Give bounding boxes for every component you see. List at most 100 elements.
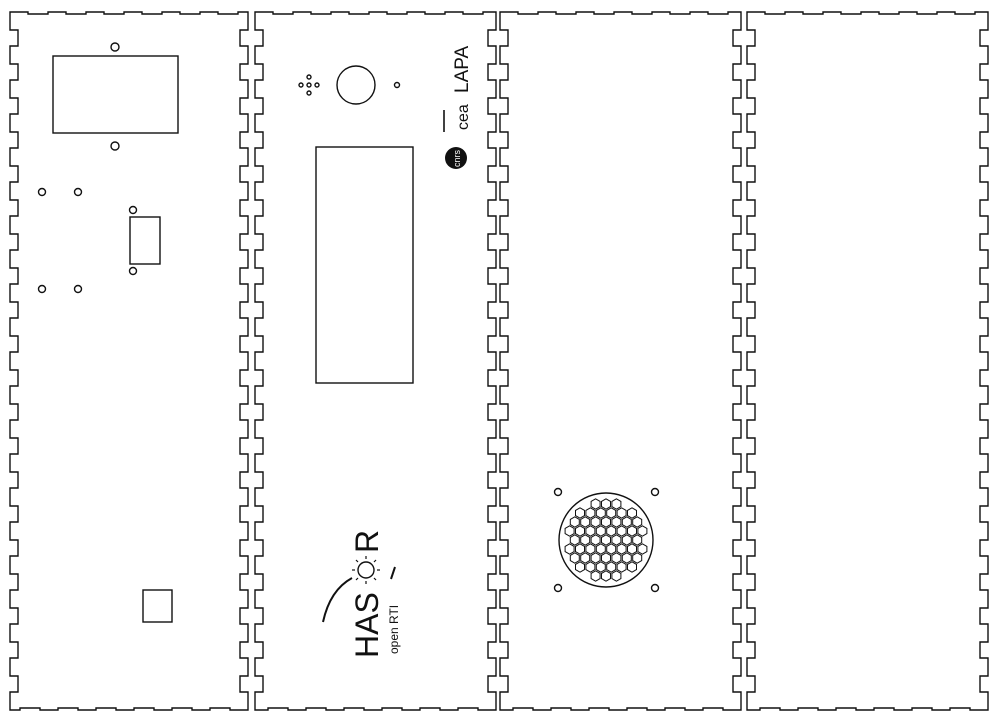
mount-hole [37,284,47,294]
speaker-hole [306,90,312,96]
switch-cutout [142,589,173,623]
grille-hex [580,552,591,564]
grille-hex [601,552,611,564]
grille-hex [575,507,585,519]
panel-3-cutouts [553,487,660,593]
screen-window-cutout [315,146,414,384]
grille-hex [580,516,591,528]
grille-hex [611,534,622,546]
mount-hole [110,42,120,52]
grille-hex [621,552,632,564]
connector-hole [128,205,138,215]
grille-hex [569,516,580,528]
grille-hex [627,561,637,573]
panel-1-cutouts [37,42,179,623]
fan-mount-hole [553,487,563,497]
mount-hole [37,187,47,197]
grille-hex [585,525,596,537]
speaker-hole [306,82,312,88]
grille-hex [606,525,617,537]
grille-hex [611,516,622,528]
hasor-r-text: R [349,530,385,553]
speaker-holes [298,74,320,96]
grille-hex [621,534,632,546]
mount-hole [73,284,83,294]
grille-hex [585,543,596,555]
sun-icon [352,556,380,584]
cnrs-text: cnrs [452,149,462,167]
grille-hex [637,543,648,555]
grille-hex [590,534,601,546]
grille-hex [601,570,611,582]
grille-hex [575,543,585,555]
connector-cutout [129,216,161,265]
grille-hex [590,552,601,564]
grille-hex [590,516,601,528]
grille-hex [595,543,606,555]
grille-hex [616,561,627,573]
panels [9,11,989,711]
hasor-tick [390,566,396,580]
grille-hex [606,561,617,573]
grille-hex [595,525,606,537]
speaker-hole [298,82,304,88]
grille-hex [595,507,606,519]
fan-mount-hole [553,583,563,593]
grille-hex [575,561,585,573]
grille-hex [632,552,643,564]
display-window-cutout [52,55,179,134]
mount-hole [110,141,120,151]
grille-hex [637,525,648,537]
fan-mount-hole [650,583,660,593]
grille-hex [606,507,617,519]
grille-hex [616,525,627,537]
fan-grille-outline [558,492,654,588]
hasor-main-text: HAS [349,592,385,658]
grille-hex [627,507,637,519]
grille-hex [580,534,591,546]
logos: LAPA cea cnrs HAS R op [322,45,473,658]
grille-hex [564,543,575,555]
mount-hole [73,187,83,197]
hasor-arc [322,577,353,623]
grille-hex [590,498,601,510]
grille-hex [601,534,611,546]
grille-hex [564,525,575,537]
grille-hex [616,507,627,519]
grille-hex [611,570,622,582]
grille-hex [627,543,637,555]
connector-hole [128,266,138,276]
led-hole [393,81,401,89]
grille-hex [569,534,580,546]
speaker-hole [314,82,320,88]
grille-hex [601,516,611,528]
panel-2-cutouts [298,65,414,384]
grille-hex [595,561,606,573]
grille-hex [569,552,580,564]
grille-hex [611,552,622,564]
grille-hex [621,516,632,528]
grille-hex [575,525,585,537]
cnrs-logo: cnrs [445,147,467,169]
speaker-hole [306,74,312,80]
panel-outline-panel-2 [254,11,497,711]
panel-outline-panel-3 [499,11,742,711]
fan-mount-hole [650,487,660,497]
grille-hex [590,570,601,582]
grille-hex [632,534,643,546]
grille-hex [611,498,622,510]
panel-outline-panel-1 [9,11,249,711]
cea-text: cea [455,104,472,130]
cnrs-badge [445,147,467,169]
panel-outline-panel-4 [746,11,989,711]
lapa-logo: LAPA [452,45,473,93]
hasor-logo: HAS R open RTI [322,530,401,658]
grille-hex [632,516,643,528]
fan-grille-hexes [564,498,648,582]
sun-core [357,561,375,579]
cea-logo: cea [443,104,472,132]
hasor-subtitle: open RTI [387,605,401,654]
grille-hex [585,507,596,519]
